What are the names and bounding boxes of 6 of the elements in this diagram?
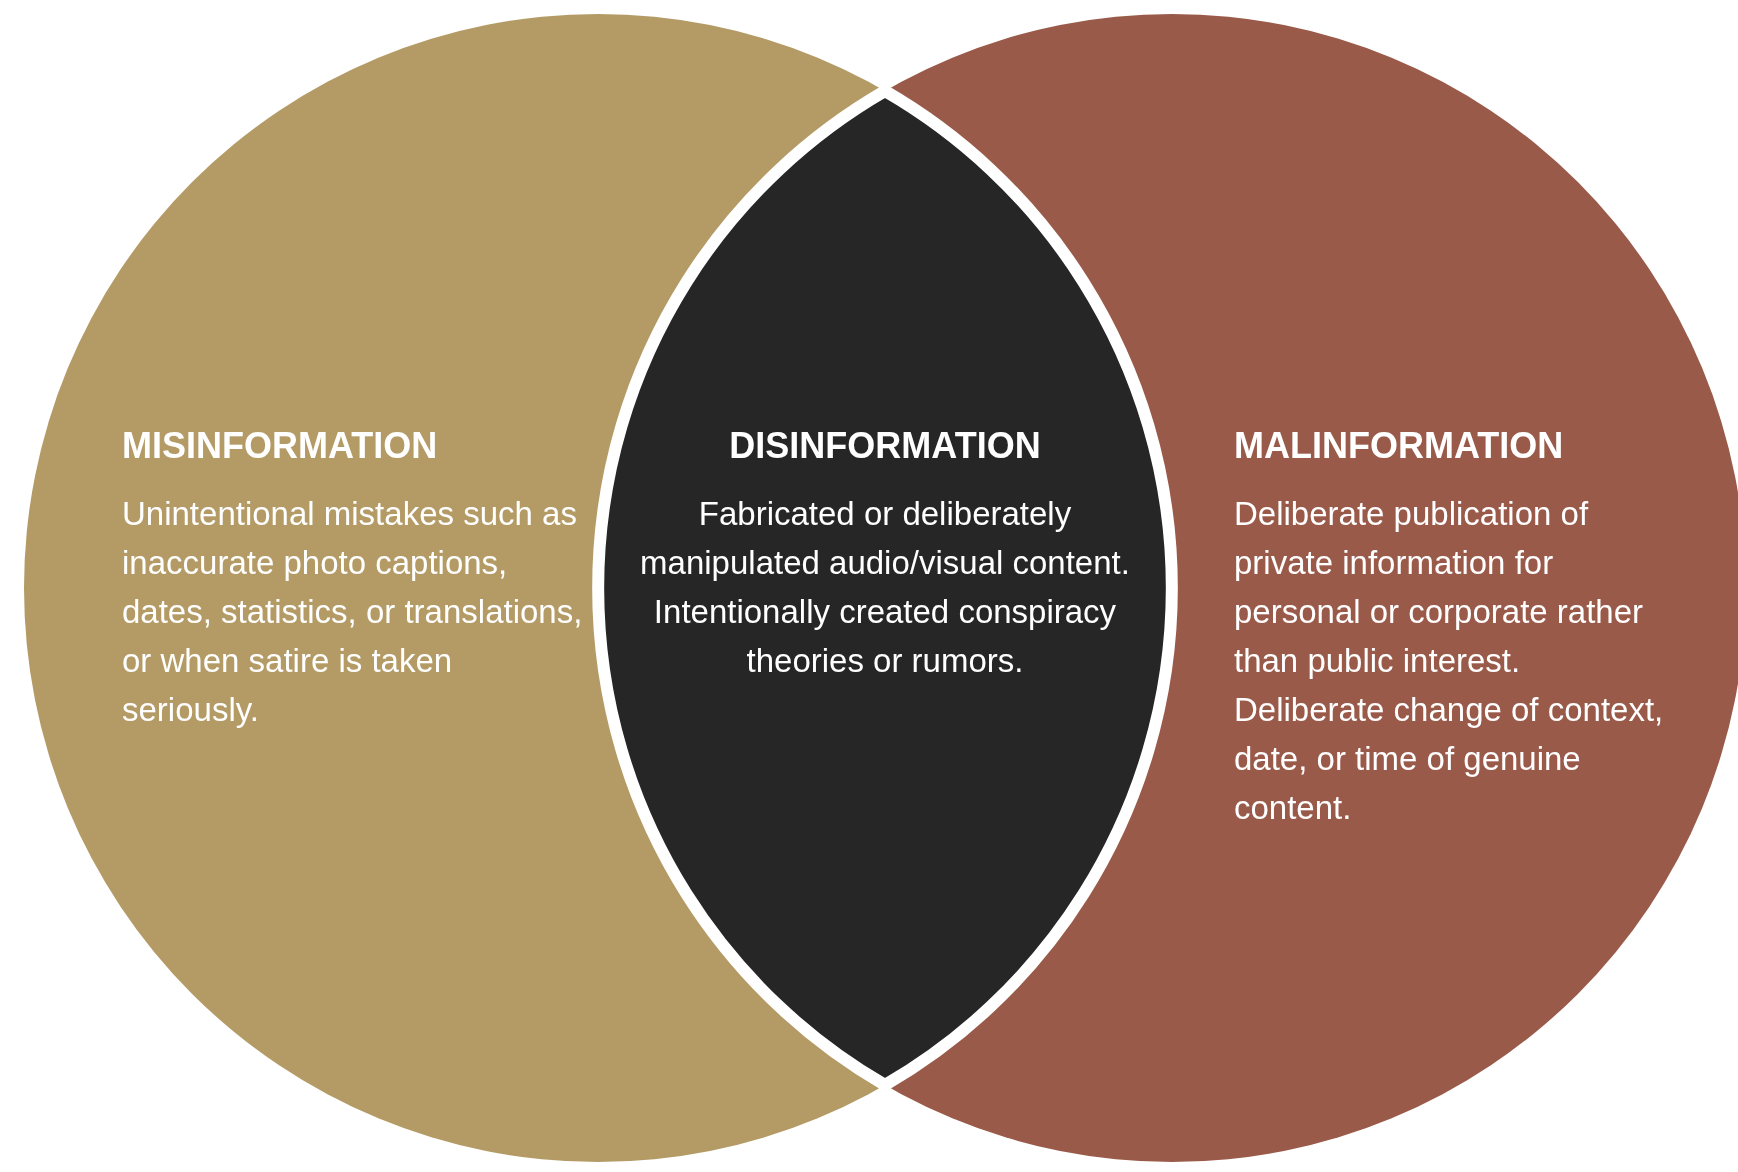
category-heading: MISINFORMATION: [122, 425, 438, 467]
category-description: Deliberate publication of private information for personal or corporate rather than public interest. Deliberate change of context, date, or time of genuine content.: [1234, 494, 1665, 828]
category-heading: DISINFORMATION: [729, 425, 1041, 467]
category-description: Fabricated or deliberately manipulated audio/visual content. Intentionally created conspiracy theories or rumors.: [640, 494, 1130, 681]
category-description: Unintentional mistakes such as inaccurate photo captions, dates, statistics, or translations, or when satire is taken seriously.: [122, 494, 584, 730]
category-heading: MALINFORMATION: [1234, 425, 1564, 467]
